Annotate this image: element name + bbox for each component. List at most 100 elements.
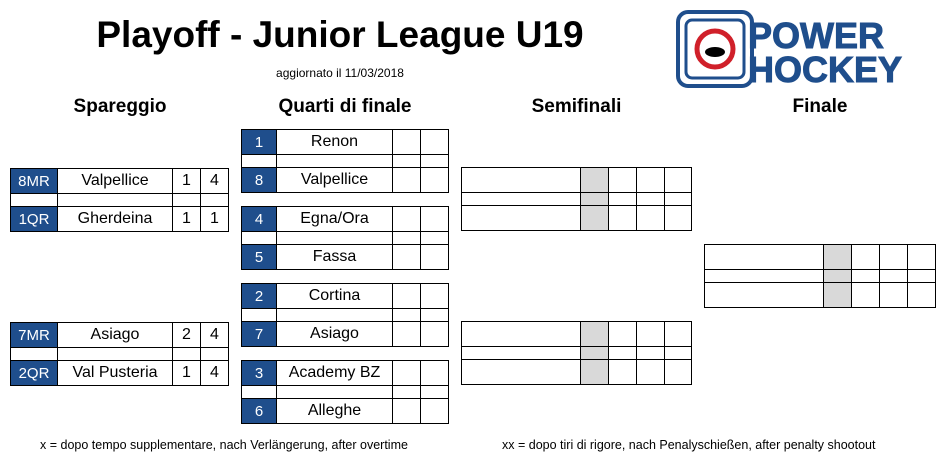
team-name: Val Pusteria: [57, 360, 173, 386]
score-cell: [392, 206, 421, 232]
score-cell: [664, 205, 692, 231]
team-name: [461, 167, 581, 193]
score-cell: [608, 205, 637, 231]
seed-label: 1: [241, 129, 277, 155]
score-cell: [608, 359, 637, 385]
seed-label: 2QR: [10, 360, 58, 386]
score-cell: 1: [172, 206, 201, 232]
separator-cell: [608, 192, 637, 206]
score-cell: [580, 321, 609, 347]
score-cell: [608, 167, 637, 193]
separator-cell: [392, 154, 421, 168]
seed-label: 1QR: [10, 206, 58, 232]
score-cell: [392, 283, 421, 309]
score-cell: [392, 398, 421, 424]
score-cell: [420, 321, 449, 347]
separator-cell: [392, 385, 421, 399]
team-name: Alleghe: [276, 398, 393, 424]
score-cell: 4: [200, 360, 229, 386]
seed-label: 5: [241, 244, 277, 270]
score-cell: [580, 167, 609, 193]
team-name: Valpellice: [276, 167, 393, 193]
separator-cell: [461, 192, 581, 206]
score-cell: [392, 129, 421, 155]
heading-quarti: Quarti di finale: [278, 96, 412, 117]
score-cell: [879, 244, 908, 270]
separator-cell: [608, 346, 637, 360]
update-date: aggiornato il 11/03/2018: [276, 66, 404, 80]
team-name: [704, 244, 824, 270]
score-cell: 4: [200, 168, 229, 194]
separator-cell: [241, 231, 277, 245]
separator-cell: [241, 385, 277, 399]
score-cell: [879, 282, 908, 308]
score-cell: [636, 205, 665, 231]
logo-word-2: HOCKEY: [748, 49, 902, 88]
separator-cell: [392, 308, 421, 322]
score-cell: [851, 244, 880, 270]
score-cell: 4: [200, 322, 229, 348]
separator-cell: [664, 192, 692, 206]
seed-label: 8: [241, 167, 277, 193]
score-cell: 2: [172, 322, 201, 348]
seed-label: 3: [241, 360, 277, 386]
separator-cell: [907, 269, 936, 283]
separator-cell: [664, 346, 692, 360]
separator-cell: [420, 308, 449, 322]
separator-cell: [636, 192, 665, 206]
score-cell: [392, 360, 421, 386]
separator-cell: [420, 385, 449, 399]
separator-cell: [10, 347, 58, 361]
score-cell: [823, 282, 852, 308]
page-title: Playoff - Junior League U19: [96, 14, 584, 55]
seed-label: 6: [241, 398, 277, 424]
score-cell: [420, 129, 449, 155]
separator-cell: [636, 346, 665, 360]
score-cell: [392, 167, 421, 193]
score-cell: [580, 359, 609, 385]
score-cell: [823, 244, 852, 270]
team-name: Egna/Ora: [276, 206, 393, 232]
score-cell: [420, 398, 449, 424]
score-cell: [420, 244, 449, 270]
logo-word-1: POWER: [748, 15, 884, 56]
team-name: Academy BZ: [276, 360, 393, 386]
footnote-shootout: xx = dopo tiri di rigore, nach Penalysch…: [502, 438, 876, 452]
team-name: [704, 282, 824, 308]
score-cell: [392, 321, 421, 347]
score-cell: [664, 359, 692, 385]
separator-cell: [200, 193, 229, 207]
team-name: Asiago: [57, 322, 173, 348]
separator-cell: [392, 231, 421, 245]
score-cell: [420, 360, 449, 386]
seed-label: 7: [241, 321, 277, 347]
separator-cell: [420, 231, 449, 245]
score-cell: [420, 167, 449, 193]
team-name: Fassa: [276, 244, 393, 270]
score-cell: [907, 282, 936, 308]
score-cell: [420, 283, 449, 309]
team-name: Gherdeina: [57, 206, 173, 232]
separator-cell: [57, 193, 173, 207]
separator-cell: [241, 308, 277, 322]
separator-cell: [580, 192, 609, 206]
footnote-overtime: x = dopo tempo supplementare, nach Verlä…: [40, 438, 408, 452]
score-cell: [636, 359, 665, 385]
seed-label: 2: [241, 283, 277, 309]
separator-cell: [580, 346, 609, 360]
seed-label: 7MR: [10, 322, 58, 348]
team-name: [461, 321, 581, 347]
score-cell: [420, 206, 449, 232]
score-cell: [392, 244, 421, 270]
score-cell: [636, 321, 665, 347]
separator-cell: [276, 385, 393, 399]
team-name: Valpellice: [57, 168, 173, 194]
score-cell: 1: [200, 206, 229, 232]
separator-cell: [172, 193, 201, 207]
score-cell: [580, 205, 609, 231]
separator-cell: [172, 347, 201, 361]
separator-cell: [276, 231, 393, 245]
separator-cell: [276, 154, 393, 168]
score-cell: [636, 167, 665, 193]
separator-cell: [851, 269, 880, 283]
